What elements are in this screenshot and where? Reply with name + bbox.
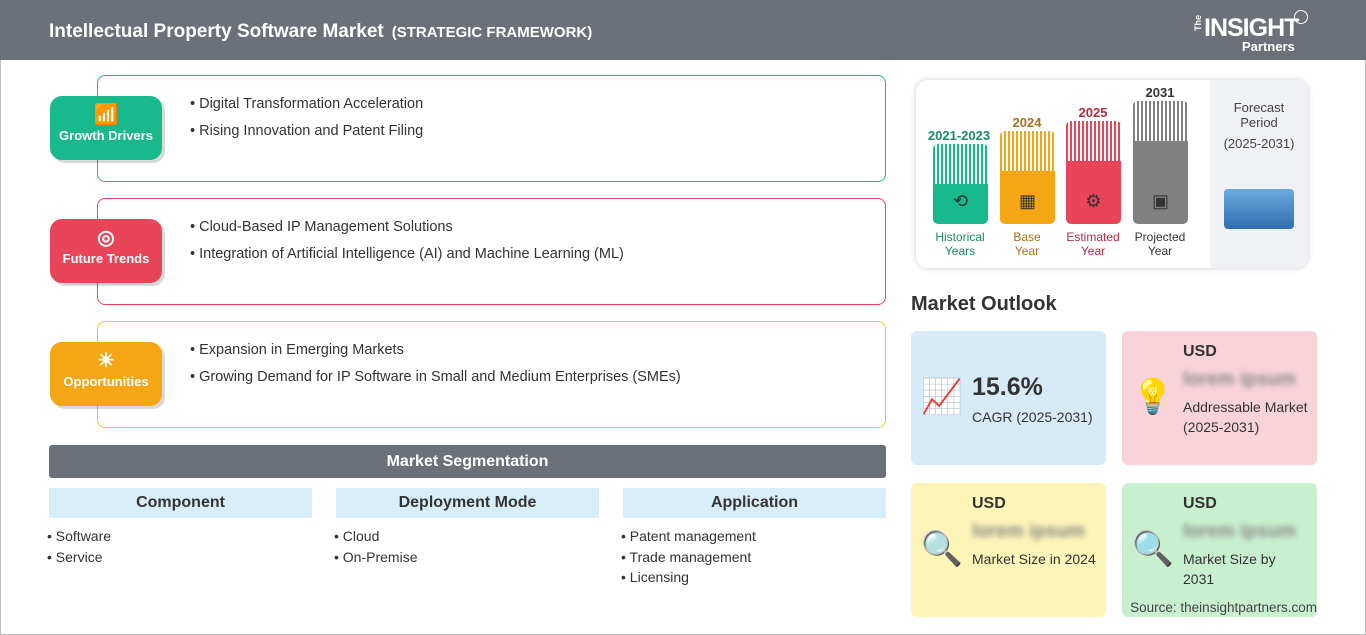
presentation-board-icon: ▣ <box>1151 191 1169 211</box>
list-item: • Digital Transformation Acceleration <box>190 96 424 112</box>
list-item: • Trade management <box>621 548 752 565</box>
year-estimated: 2025 <box>1078 105 1108 120</box>
list-item: • Patent management <box>621 528 756 544</box>
year-projected: 2031 <box>1145 85 1175 100</box>
target-icon: ◎ <box>97 227 115 249</box>
segmentation-title: Market Segmentation <box>49 445 886 478</box>
list-item: • Service <box>47 548 103 565</box>
history-clock-icon: ⟲ <box>952 191 969 211</box>
component-list: • Software • Service <box>47 526 111 567</box>
opportunities-badge: ☀Opportunities <box>50 342 162 406</box>
segment-header-application: Application <box>623 488 886 518</box>
application-list: • Patent management • Trade management • L… <box>621 526 756 588</box>
list-item: • Software <box>47 528 112 544</box>
list-item: • Licensing <box>621 569 689 585</box>
calendar-icon: ▦ <box>1018 191 1036 211</box>
source-note: Source: theinsightpartners.com <box>1130 600 1317 615</box>
year-historical: 2021-2023 <box>927 128 991 143</box>
list-item: • Growing Demand for IP Software in Smal… <box>190 369 681 385</box>
list-item: • Rising Innovation and Patent Filing <box>190 123 424 139</box>
list-item: • Expansion in Emerging Markets <box>190 342 404 358</box>
year-base: 2024 <box>1012 115 1042 130</box>
page-subtitle: (STRATEGIC FRAMEWORK) <box>391 24 593 41</box>
market-size-2024-box: 🔍 USD lorem ipsum Market Size in 2024 <box>911 483 1106 617</box>
deployment-list: • Cloud • On-Premise <box>334 526 417 567</box>
lightbulb-dollar-icon: 💡 <box>1131 378 1175 416</box>
list-item: • Cloud <box>334 528 380 544</box>
monitor-gear-icon: ⚙ <box>1085 191 1102 211</box>
header-bar: Intellectual Property Software Market(ST… <box>0 0 1366 60</box>
bar-historical: ⟲ <box>933 144 988 224</box>
market-size-2031-box: 🔍 USD lorem ipsum Market Size by 2031 <box>1122 483 1317 617</box>
future-trends-badge: ◎Future Trends <box>50 219 162 283</box>
list-item: • On-Premise <box>334 548 418 565</box>
segment-header-deployment: Deployment Mode <box>336 488 599 518</box>
growth-drivers-badge: 📶Growth Drivers <box>50 96 162 160</box>
addressable-market-box: 💡 USD lorem ipsum Addressable Market (20… <box>1122 331 1317 465</box>
magnifier-chart-icon: 🔍 <box>920 530 964 568</box>
analytics-illustration-icon <box>1224 189 1294 229</box>
growth-drivers-card: • Digital Transformation Acceleration • R… <box>97 75 886 182</box>
market-outlook-title: Market Outlook <box>911 293 1057 315</box>
bar-chart-growth-icon: 📶 <box>93 104 119 126</box>
bar-projected: ▣ <box>1133 101 1188 224</box>
page-title: Intellectual Property Software Market(ST… <box>49 21 593 42</box>
cagr-box: 📈 15.6% CAGR (2025-2031) <box>911 331 1106 465</box>
growth-chart-icon: 📈 <box>920 378 964 416</box>
list-item: • Integration of Artificial Intelligence… <box>190 246 624 262</box>
bar-estimated: ⚙ <box>1066 121 1121 224</box>
lightbulb-hand-icon: ☀ <box>97 350 115 372</box>
magnifier-chart-icon: 🔍 <box>1131 530 1175 568</box>
list-item: • Cloud-Based IP Management Solutions <box>190 219 453 235</box>
opportunities-card: • Expansion in Emerging Markets • Growing… <box>97 321 886 428</box>
segment-header-component: Component <box>49 488 312 518</box>
future-trends-card: • Cloud-Based IP Management Solutions • I… <box>97 198 886 305</box>
bar-base: ▦ <box>1000 131 1055 224</box>
